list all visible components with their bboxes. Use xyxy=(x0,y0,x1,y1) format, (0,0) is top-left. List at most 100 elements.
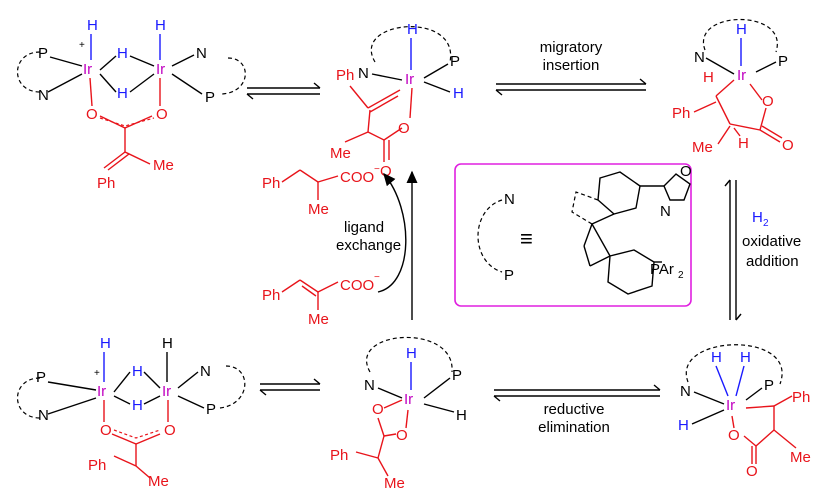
svg-text:N: N xyxy=(200,363,211,380)
svg-text:O: O xyxy=(86,106,98,123)
svg-text:exchange: exchange xyxy=(336,237,401,254)
svg-text:H: H xyxy=(87,17,98,34)
svg-text:H: H xyxy=(155,17,166,34)
svg-text:Ir: Ir xyxy=(726,397,735,414)
svg-text:H: H xyxy=(162,335,173,352)
svg-text:P: P xyxy=(504,267,514,284)
svg-text:H: H xyxy=(678,417,689,434)
svg-text:O: O xyxy=(396,427,408,444)
svg-text:P: P xyxy=(450,53,460,70)
ligand-exchange-step: Ph Me COO − ligand exchange Ph Me COO − xyxy=(262,164,418,328)
svg-text:insertion: insertion xyxy=(543,57,600,74)
svg-text:Me: Me xyxy=(330,145,351,162)
svg-text:N: N xyxy=(196,45,207,62)
svg-text:oxidative: oxidative xyxy=(742,233,801,250)
carboxylate-complex-bottom: H N P Ir H O O Ph Me xyxy=(330,336,467,492)
svg-text:Me: Me xyxy=(790,449,811,466)
svg-text:H: H xyxy=(453,85,464,102)
svg-text:reductive: reductive xyxy=(544,401,605,418)
svg-text:H: H xyxy=(100,335,111,352)
svg-text:Ph: Ph xyxy=(97,175,115,192)
svg-text:O: O xyxy=(100,422,112,439)
alkene-bound-complex-top: H N P Ir H Ph Me O O xyxy=(330,21,464,180)
svg-text:H: H xyxy=(736,21,747,38)
svg-text:PAr: PAr xyxy=(650,261,674,278)
svg-text:N: N xyxy=(38,87,49,104)
svg-text:P: P xyxy=(38,45,48,62)
svg-text:H: H xyxy=(740,349,751,366)
svg-text:H: H xyxy=(752,209,763,226)
equilibrium-arrow-2 xyxy=(259,378,321,396)
svg-text:O: O xyxy=(156,106,168,123)
svg-text:Ir: Ir xyxy=(737,67,746,84)
svg-text:H: H xyxy=(117,45,128,62)
svg-text:N: N xyxy=(38,407,49,424)
svg-text:Ir: Ir xyxy=(156,61,165,78)
svg-text:COO: COO xyxy=(340,277,374,294)
svg-text:Ir: Ir xyxy=(97,383,106,400)
svg-text:2: 2 xyxy=(678,270,684,281)
svg-text:H: H xyxy=(738,135,749,152)
svg-text:N: N xyxy=(680,383,691,400)
svg-text:Me: Me xyxy=(384,475,405,492)
svg-text:O: O xyxy=(746,463,758,480)
svg-text:Ir: Ir xyxy=(162,383,171,400)
svg-text:H: H xyxy=(117,85,128,102)
svg-text:Ph: Ph xyxy=(330,447,348,464)
svg-text:P: P xyxy=(778,53,788,70)
svg-text:addition: addition xyxy=(746,253,799,270)
svg-text:H: H xyxy=(132,363,143,380)
svg-text:migratory: migratory xyxy=(540,39,603,56)
svg-text:P: P xyxy=(452,367,462,384)
dimer-complex-bottom-left: P + Ir Ir H H H H N N P O O Ph Me xyxy=(16,335,246,490)
svg-text:O: O xyxy=(398,120,410,137)
svg-text:+: + xyxy=(79,40,85,51)
dimer-complex-top-left: P + Ir Ir H H H H N N P O O Me Ph xyxy=(16,17,246,192)
svg-text:P: P xyxy=(205,89,215,106)
svg-text:Ph: Ph xyxy=(792,389,810,406)
equilibrium-arrow-1 xyxy=(246,82,321,100)
migratory-insertion-arrow: migratory insertion xyxy=(495,39,647,96)
svg-text:Ir: Ir xyxy=(405,71,414,88)
svg-text:H: H xyxy=(711,349,722,366)
svg-text:H: H xyxy=(406,345,417,362)
svg-text:Ph: Ph xyxy=(262,287,280,304)
svg-text:N: N xyxy=(504,191,515,208)
svg-text:−: − xyxy=(374,164,380,175)
svg-text:Ir: Ir xyxy=(83,61,92,78)
svg-text:+: + xyxy=(94,368,100,379)
svg-text:Me: Me xyxy=(692,139,713,156)
svg-text:P: P xyxy=(206,401,216,418)
svg-text:O: O xyxy=(728,427,740,444)
dihydride-complex-bottom-right: H H N P Ir H Ph Me O O xyxy=(678,344,811,480)
svg-text:Me: Me xyxy=(308,201,329,218)
svg-text:ligand: ligand xyxy=(344,219,384,236)
svg-text:O: O xyxy=(380,163,392,180)
ligand-definition-box: N P ≡ O N PAr 2 xyxy=(454,163,692,307)
svg-text:O: O xyxy=(680,163,692,180)
svg-text:2: 2 xyxy=(763,218,769,229)
svg-text:COO: COO xyxy=(340,169,374,186)
svg-text:H: H xyxy=(703,69,714,86)
svg-text:Ir: Ir xyxy=(404,391,413,408)
svg-text:O: O xyxy=(762,93,774,110)
svg-text:P: P xyxy=(36,369,46,386)
svg-text:O: O xyxy=(164,422,176,439)
svg-text:H: H xyxy=(132,397,143,414)
svg-text:N: N xyxy=(364,377,375,394)
svg-text:elimination: elimination xyxy=(538,419,610,436)
svg-text:Me: Me xyxy=(153,157,174,174)
svg-text:Ph: Ph xyxy=(336,67,354,84)
metallacycle-complex-top-right: H N P Ir H O O Ph Me H xyxy=(672,18,794,156)
svg-text:P: P xyxy=(764,377,774,394)
svg-text:≡: ≡ xyxy=(520,226,533,251)
svg-text:N: N xyxy=(660,203,671,220)
svg-text:Me: Me xyxy=(308,311,329,328)
svg-text:N: N xyxy=(358,65,369,82)
svg-text:−: − xyxy=(374,272,380,283)
svg-text:O: O xyxy=(372,401,384,418)
reductive-elimination-arrow: reductive elimination xyxy=(493,384,661,436)
svg-text:Ph: Ph xyxy=(262,175,280,192)
